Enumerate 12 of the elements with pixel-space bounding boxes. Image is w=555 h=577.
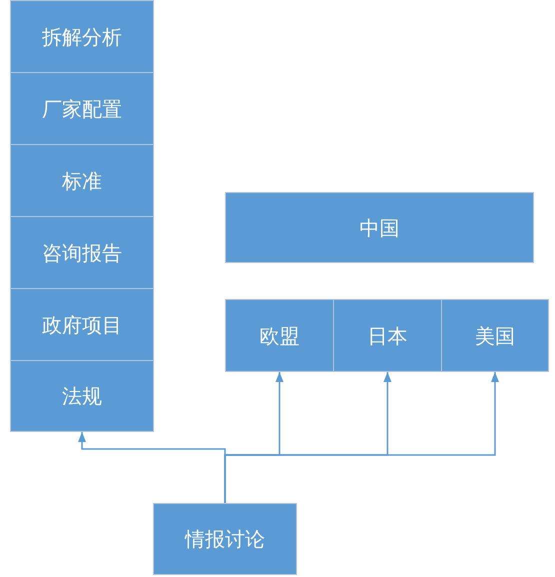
process-box: 标准: [10, 144, 154, 217]
process-box: 日本: [333, 299, 442, 372]
process-box: 拆解分析: [10, 0, 154, 73]
arrow: [224, 372, 499, 503]
process-box: 情报讨论: [153, 503, 297, 575]
process-box: 法规: [10, 360, 154, 432]
process-box: 咨询报告: [10, 216, 154, 289]
process-box: 政府项目: [10, 288, 154, 361]
process-box: 厂家配置: [10, 72, 154, 145]
process-box: 欧盟: [225, 299, 334, 372]
process-box: 美国: [441, 299, 549, 372]
process-box: 中国: [225, 192, 534, 263]
